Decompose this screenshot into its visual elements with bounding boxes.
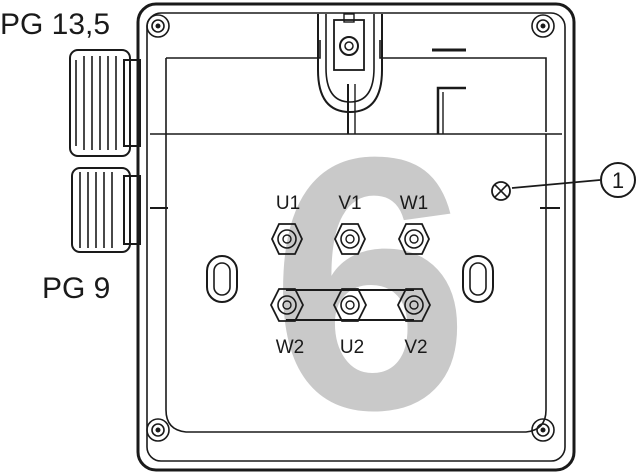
mounting-slot-right	[462, 255, 494, 303]
callout-leader	[511, 179, 601, 189]
terminal-label-v2: V2	[404, 337, 427, 358]
terminal-nut-u1	[271, 223, 303, 255]
right-top-bracket	[432, 48, 466, 134]
mounting-slot-left	[206, 255, 238, 303]
corner-screw-bottom-left	[146, 418, 170, 442]
terminal-nut-v1	[334, 223, 366, 255]
terminal-label-w2: W2	[276, 337, 305, 358]
corner-screw-top-right	[531, 14, 555, 38]
corner-screw-top-left	[146, 14, 170, 38]
terminal-label-u2: U2	[340, 337, 364, 358]
terminal-nut-w2	[269, 288, 305, 322]
watermark-number: 6	[270, 83, 470, 473]
cable-gland-large	[69, 49, 141, 157]
terminal-nut-u2	[332, 288, 368, 322]
cross-circle-icon	[491, 181, 511, 201]
terminal-label-w1: W1	[400, 193, 429, 214]
label-pg-9: PG 9	[42, 272, 110, 305]
top-clamp	[317, 13, 383, 134]
callout-number: 1	[612, 168, 624, 193]
terminal-label-u1: U1	[276, 193, 300, 214]
terminal-label-v1: V1	[338, 193, 361, 214]
label-pg-13-5: PG 13,5	[0, 8, 110, 41]
cable-gland-small	[71, 167, 141, 253]
terminal-nut-w1	[398, 223, 430, 255]
terminal-nut-v2	[396, 288, 432, 322]
terminal-bridge	[286, 289, 414, 321]
corner-screw-bottom-right	[531, 418, 555, 442]
callout-circle	[600, 162, 636, 198]
housing	[136, 2, 576, 472]
